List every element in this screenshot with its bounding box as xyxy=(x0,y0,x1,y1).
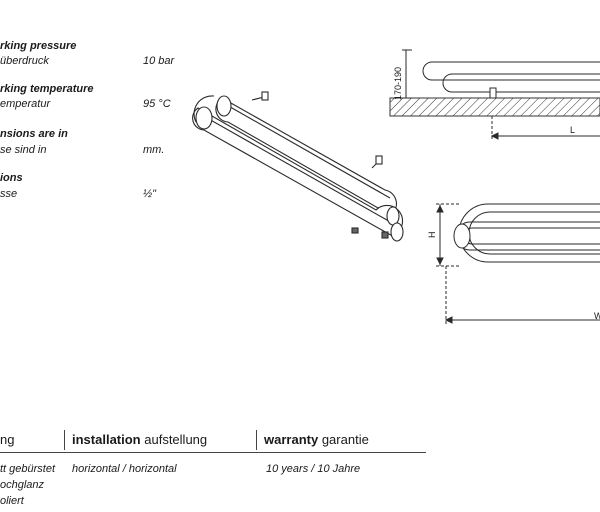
warranty-value: 10 years / 10 Jahre xyxy=(266,463,361,475)
upper-tube xyxy=(215,97,397,217)
perspective-view xyxy=(192,91,404,242)
spec-temperature-value: 95 °C xyxy=(143,98,171,110)
spec-temperature-label-en: rking temperature xyxy=(0,83,94,95)
finish-line-2: ochglanz xyxy=(0,479,45,491)
spec-dimensions-label-de: se sind in xyxy=(0,144,47,156)
installation-value: horizontal / horizontal xyxy=(72,463,177,475)
side-dimension-label: 170-190 xyxy=(393,66,403,100)
spec-connections-label-de: sse xyxy=(0,188,18,200)
spec-pressure-value: 10 bar xyxy=(143,55,175,67)
table-col2-header: installation aufstellung xyxy=(72,432,207,447)
col3-header-bold: warranty xyxy=(264,432,319,447)
table-col1-header: ng xyxy=(0,432,14,447)
spec-dimensions-value: mm. xyxy=(143,144,165,156)
col-divider-2 xyxy=(256,430,257,450)
side-view xyxy=(389,49,600,140)
spec-dimensions-label-en: nsions are in xyxy=(0,128,68,140)
table-col3-header: warranty garantie xyxy=(264,432,369,447)
length-dimension-label: L xyxy=(570,125,576,135)
front-view xyxy=(436,203,600,326)
col2-header-bold: installation xyxy=(72,432,141,447)
width-dimension-label: W xyxy=(594,311,600,321)
spec-connections-label-en: ions xyxy=(0,172,23,184)
finish-line-1: tt gebürstet xyxy=(0,463,56,475)
finish-line-3: oliert xyxy=(0,495,24,507)
spec-connections-value: ½" xyxy=(143,188,157,200)
col-divider-1 xyxy=(64,430,65,450)
table-header-rule xyxy=(0,452,426,453)
spec-pressure-label-en: rking pressure xyxy=(0,40,77,52)
height-dimension-label: H xyxy=(427,231,437,239)
col3-header-normal: garantie xyxy=(321,432,369,447)
spec-pressure-label-de: überdruck xyxy=(0,55,49,67)
col2-header-normal: aufstellung xyxy=(144,432,208,447)
col1-header-text: ng xyxy=(0,432,15,447)
spec-temperature-label-de: emperatur xyxy=(0,98,51,110)
